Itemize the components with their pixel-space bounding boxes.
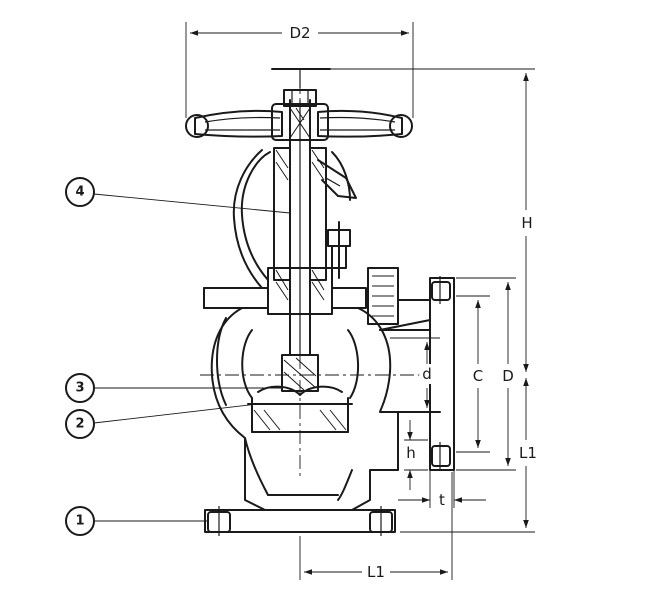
callout-4-number: 4 xyxy=(75,185,84,200)
dim-h: h xyxy=(403,420,428,490)
handwheel xyxy=(185,68,413,141)
dim-label-h: h xyxy=(406,444,416,462)
dim-label-C: C xyxy=(473,367,483,385)
bonnet-flange xyxy=(203,267,431,331)
dim-label-L1-vertical: L1 xyxy=(519,444,537,462)
dim-label-D: D xyxy=(502,367,514,385)
dim-L1-horizontal: L1 xyxy=(299,472,453,582)
dim-label-t: t xyxy=(439,491,445,509)
dim-label-d: d xyxy=(422,365,432,383)
valve-body xyxy=(204,307,441,536)
yoke xyxy=(232,149,357,289)
callout-3: 3 xyxy=(65,373,282,403)
callout-2-number: 2 xyxy=(75,417,84,432)
dim-label-L1-horizontal: L1 xyxy=(367,563,385,581)
callout-2: 2 xyxy=(65,403,259,439)
dim-D: D xyxy=(456,277,517,471)
dim-D2: D2 xyxy=(185,22,414,118)
dim-d: d xyxy=(390,337,440,413)
dim-t: t xyxy=(398,470,486,510)
callout-1: 1 xyxy=(65,506,208,536)
dim-H: H xyxy=(330,68,536,372)
side-flange xyxy=(379,276,455,471)
callout-3-number: 3 xyxy=(75,381,84,396)
dim-label-D2: D2 xyxy=(289,24,310,42)
dim-label-H: H xyxy=(521,214,532,232)
dim-C: C xyxy=(456,295,490,453)
callout-4: 4 xyxy=(65,177,291,214)
centerlines xyxy=(200,80,420,480)
callout-1-number: 1 xyxy=(75,514,84,529)
dim-L1-vertical: L1 xyxy=(400,378,540,533)
